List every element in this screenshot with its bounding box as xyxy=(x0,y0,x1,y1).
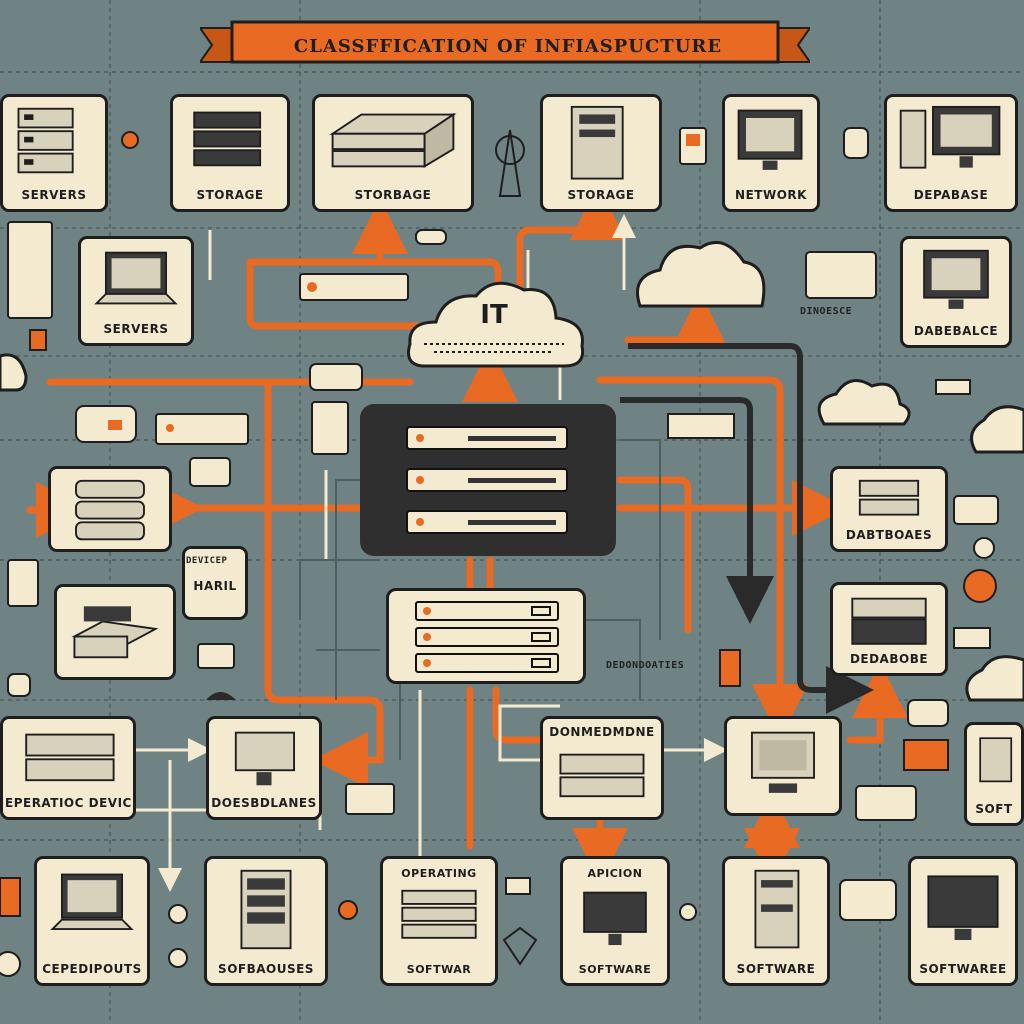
note-connection: DEDONDOATIES xyxy=(606,660,685,671)
server-stack[interactable] xyxy=(386,588,586,684)
diagram-title: CLASSFFICATION OF INFIASPUCTURE xyxy=(293,36,723,57)
card-hard-note[interactable]: HARIL xyxy=(182,546,248,620)
card-server-box-left[interactable] xyxy=(54,584,176,680)
rack-unit-1 xyxy=(406,426,568,450)
server-rack-icon xyxy=(979,737,1013,783)
card-computer-right[interactable] xyxy=(724,716,842,816)
card-label: DEDABOBE xyxy=(849,652,929,666)
monitor-icon xyxy=(737,109,803,170)
server-rack-icon xyxy=(559,753,645,798)
note-endpoint: DEVICEP xyxy=(186,556,228,566)
server-tower-icon xyxy=(240,869,292,950)
card-software-5[interactable]: SOFTWAREE xyxy=(908,856,1018,986)
database-server-icon xyxy=(851,597,927,645)
card-network[interactable]: NETWORK xyxy=(722,94,820,212)
card-label: DABTBOAES xyxy=(845,528,933,542)
card-label: SOFBAOUSES xyxy=(218,962,314,976)
card-devices[interactable]: EPERATIOC DEVICES xyxy=(0,716,136,820)
cloud-icon xyxy=(407,281,585,368)
card-label: STORAGE xyxy=(196,188,264,202)
storage-stack-icon xyxy=(193,111,262,167)
server-row xyxy=(415,601,559,621)
card-label: SERVERS xyxy=(21,188,87,202)
card-databases[interactable]: DABTBOAES xyxy=(830,466,948,552)
server-rack-icon xyxy=(401,889,477,939)
card-software-4[interactable]: SOFTWARE xyxy=(722,856,830,986)
desktop-computer-icon xyxy=(899,105,1001,169)
card-label: DEPABASE xyxy=(913,188,989,202)
card-operating[interactable]: OPERATING SOFTWAR xyxy=(380,856,498,986)
card-heading: OPERATING xyxy=(401,867,477,880)
server-row xyxy=(415,627,559,647)
card-label: STORAGE xyxy=(567,188,635,202)
server-tower-icon xyxy=(754,869,800,949)
monitor-icon xyxy=(234,731,296,786)
hub-label: IT xyxy=(480,300,508,330)
card-storage-2[interactable]: STORBAGE xyxy=(312,94,474,212)
computer-icon xyxy=(750,731,815,793)
card-label: EPERATIOC DEVICES xyxy=(5,796,131,810)
card-label: SOFT xyxy=(975,802,1013,816)
title-ribbon xyxy=(200,20,810,64)
server-row xyxy=(415,653,559,673)
card-label: STORBAGE xyxy=(354,188,432,202)
rack-unit-3 xyxy=(406,510,568,534)
card-label: HARIL xyxy=(193,579,237,593)
card-heading: APICION xyxy=(587,867,643,880)
storage-drive-icon xyxy=(329,112,457,169)
card-heading: DONMEDMDNE xyxy=(549,725,655,739)
monitor-icon xyxy=(583,891,647,946)
card-label: SOFTWAREE xyxy=(919,962,1007,976)
card-label: SOFTWAR xyxy=(406,963,472,976)
card-label: CEPEDIPOUTS xyxy=(42,962,142,976)
card-label: DOESBDLANES xyxy=(211,796,317,810)
note-dinoesce: DINOESCE xyxy=(800,306,853,317)
card-label: SOFTWARE xyxy=(578,963,652,976)
card-softboxes[interactable]: SOFBAOUSES xyxy=(204,856,328,986)
card-label: SOFTWARE xyxy=(736,962,816,976)
card-database-right[interactable]: DABEBALCE xyxy=(900,236,1012,348)
rack-unit-2 xyxy=(406,468,568,492)
card-storage-1[interactable]: STORAGE xyxy=(170,94,290,212)
server-rack-icon xyxy=(17,107,74,174)
decor-icons xyxy=(0,127,1024,977)
card-desktop-devices[interactable]: DOESBDLANES xyxy=(206,716,322,820)
card-components-mid[interactable]: DONMEDMDNE xyxy=(540,716,664,820)
card-servers-stack-left[interactable] xyxy=(48,466,172,552)
laptop-icon xyxy=(94,251,178,305)
card-endpoints[interactable]: CEPEDIPOUTS xyxy=(34,856,150,986)
card-database-top[interactable]: DEPABASE xyxy=(884,94,1018,212)
tower-pc-icon xyxy=(570,105,624,180)
storage-array-icon xyxy=(25,733,115,782)
server-rack-icon xyxy=(75,479,145,541)
card-database-box[interactable]: DEDABOBE xyxy=(830,582,948,676)
card-servers-mid[interactable]: SERVERS xyxy=(78,236,194,346)
monitor-icon xyxy=(923,249,989,309)
network-box-icon xyxy=(71,606,159,659)
database-rack-icon xyxy=(858,479,920,516)
card-storage-3[interactable]: STORAGE xyxy=(540,94,662,212)
card-software-right[interactable]: SOFT xyxy=(964,722,1024,826)
monitor-icon xyxy=(927,875,999,941)
laptop-icon xyxy=(50,873,134,930)
card-label: DABEBALCE xyxy=(913,324,999,338)
card-label: NETWORK xyxy=(735,188,807,202)
card-application[interactable]: APICION SOFTWARE xyxy=(560,856,670,986)
card-servers-top[interactable]: SERVERS xyxy=(0,94,108,212)
card-label: SERVERS xyxy=(103,322,169,336)
central-server-hub[interactable] xyxy=(360,404,616,556)
